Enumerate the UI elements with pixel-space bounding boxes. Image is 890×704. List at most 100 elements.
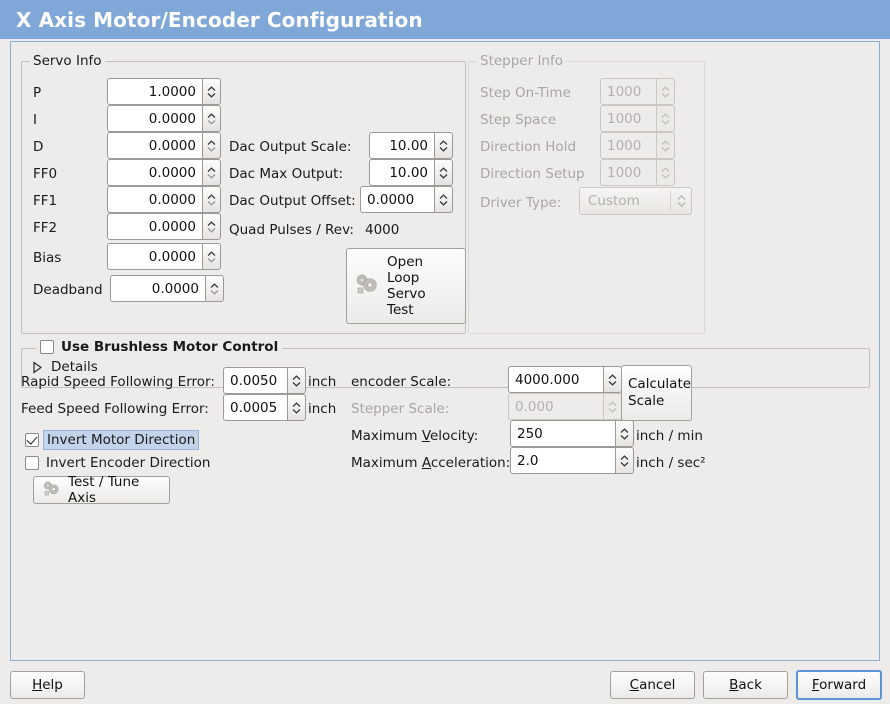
spin-bias[interactable]: 0.0000 — [107, 243, 221, 270]
chevron-down-icon[interactable] — [608, 380, 617, 386]
spin-ff2-buttons[interactable] — [202, 213, 221, 240]
spin-ff2-value[interactable]: 0.0000 — [107, 213, 202, 240]
spin-p-buttons[interactable] — [202, 78, 221, 105]
spin-maximum-velocity[interactable]: 250 — [510, 420, 634, 447]
back-button[interactable]: Back — [703, 671, 788, 699]
use-brushless-checkbox[interactable]: Use Brushless Motor Control — [40, 339, 278, 355]
spin-dac-max-output-value[interactable]: 10.00 — [369, 159, 434, 186]
spin-dac-output-scale[interactable]: 10.00 — [369, 132, 453, 159]
spin-ff0[interactable]: 0.0000 — [107, 159, 221, 186]
chevron-down-icon[interactable] — [292, 408, 301, 414]
details-expander[interactable]: Details — [32, 359, 98, 375]
chevron-down-icon[interactable] — [439, 173, 448, 179]
spin-dac-output-offset-value[interactable]: 0.0000 — [360, 186, 434, 213]
spin-ff0-buttons[interactable] — [202, 159, 221, 186]
spin-d-value[interactable]: 0.0000 — [107, 132, 202, 159]
chevron-down-icon[interactable] — [207, 146, 216, 152]
chevron-down-icon[interactable] — [439, 200, 448, 206]
chevron-down-icon[interactable] — [207, 119, 216, 125]
chevron-up-icon[interactable] — [207, 166, 216, 173]
spin-encoder-scale-value[interactable]: 4000.000 — [508, 366, 603, 393]
chevron-down-icon[interactable] — [207, 200, 216, 206]
chevron-down-icon[interactable] — [439, 146, 448, 152]
spin-p-value[interactable]: 1.0000 — [107, 78, 202, 105]
open-loop-servo-test-button[interactable]: Open Loop Servo Test — [346, 248, 466, 324]
spin-i[interactable]: 0.0000 — [107, 105, 221, 132]
spin-d[interactable]: 0.0000 — [107, 132, 221, 159]
spin-p[interactable]: 1.0000 — [107, 78, 221, 105]
spin-maximum-acceleration-value[interactable]: 2.0 — [510, 447, 615, 474]
chevron-up-icon[interactable] — [210, 282, 219, 289]
chevron-down-icon[interactable] — [210, 289, 219, 295]
test-tune-axis-button[interactable]: Test / Tune Axis — [33, 474, 170, 506]
chevron-up-icon[interactable] — [439, 139, 448, 146]
chevron-up-icon[interactable] — [207, 112, 216, 119]
spin-feed-following-error-buttons[interactable] — [287, 394, 306, 421]
spin-encoder-scale[interactable]: 4000.000 — [508, 366, 622, 393]
chevron-up-icon[interactable] — [207, 85, 216, 92]
spin-bias-buttons[interactable] — [202, 243, 221, 270]
spin-bias-value[interactable]: 0.0000 — [107, 243, 202, 270]
spin-maximum-velocity-buttons[interactable] — [615, 420, 634, 447]
spin-dac-output-scale-buttons[interactable] — [434, 132, 453, 159]
chevron-up-icon[interactable] — [292, 401, 301, 408]
spin-rapid-following-error-buttons[interactable] — [287, 367, 306, 394]
spin-deadband[interactable]: 0.0000 — [110, 275, 224, 302]
chevron-up-icon[interactable] — [207, 193, 216, 200]
checkbox-box[interactable] — [25, 456, 39, 470]
cancel-button[interactable]: Cancel — [610, 671, 695, 699]
spin-feed-following-error[interactable]: 0.0005 — [223, 394, 306, 421]
chevron-down-icon[interactable] — [207, 227, 216, 233]
forward-mnemonic: F — [811, 677, 820, 693]
chevron-down-icon[interactable] — [292, 381, 301, 387]
chevron-up-icon[interactable] — [207, 139, 216, 146]
spin-rapid-following-error-value[interactable]: 0.0050 — [223, 367, 287, 394]
chevron-up-icon[interactable] — [439, 166, 448, 173]
spin-dac-output-offset[interactable]: 0.0000 — [360, 186, 453, 213]
label-feed-following-error: Feed Speed Following Error: — [21, 401, 209, 417]
chevron-up-icon[interactable] — [608, 373, 617, 380]
spin-ff0-value[interactable]: 0.0000 — [107, 159, 202, 186]
details-label: Details — [51, 359, 98, 375]
spin-maximum-acceleration[interactable]: 2.0 — [510, 447, 634, 474]
chevron-up-icon[interactable] — [439, 193, 448, 200]
spin-maximum-velocity-value[interactable]: 250 — [510, 420, 615, 447]
spin-rapid-following-error[interactable]: 0.0050 — [223, 367, 306, 394]
spin-dac-max-output-buttons[interactable] — [434, 159, 453, 186]
checkbox-box[interactable] — [40, 340, 54, 354]
chevron-down-icon[interactable] — [620, 461, 629, 467]
chevron-up-icon[interactable] — [620, 427, 629, 434]
chevron-down-icon[interactable] — [620, 434, 629, 440]
spin-i-buttons[interactable] — [202, 105, 221, 132]
chevron-down-icon[interactable] — [207, 257, 216, 263]
spin-dac-output-scale-value[interactable]: 10.00 — [369, 132, 434, 159]
chevron-up-icon[interactable] — [292, 374, 301, 381]
spin-direction-setup-buttons — [656, 159, 675, 186]
chevron-up-icon[interactable] — [207, 250, 216, 257]
spin-maximum-acceleration-buttons[interactable] — [615, 447, 634, 474]
spin-dac-output-offset-buttons[interactable] — [434, 186, 453, 213]
spin-ff1-value[interactable]: 0.0000 — [107, 186, 202, 213]
invert-encoder-direction-checkbox[interactable]: Invert Encoder Direction — [25, 455, 210, 471]
spin-i-value[interactable]: 0.0000 — [107, 105, 202, 132]
chevron-up-icon[interactable] — [207, 220, 216, 227]
spin-deadband-value[interactable]: 0.0000 — [110, 275, 205, 302]
spin-deadband-buttons[interactable] — [205, 275, 224, 302]
spin-ff1-buttons[interactable] — [202, 186, 221, 213]
spin-dac-max-output[interactable]: 10.00 — [369, 159, 453, 186]
forward-button[interactable]: Forward — [796, 670, 882, 700]
spin-feed-following-error-value[interactable]: 0.0005 — [223, 394, 287, 421]
invert-motor-direction-checkbox[interactable]: Invert Motor Direction — [25, 430, 200, 450]
label-ff0: FF0 — [33, 166, 58, 182]
spin-d-buttons[interactable] — [202, 132, 221, 159]
chevron-down-icon[interactable] — [207, 92, 216, 98]
spin-ff1[interactable]: 0.0000 — [107, 186, 221, 213]
spin-ff2[interactable]: 0.0000 — [107, 213, 221, 240]
chevron-up-icon[interactable] — [620, 454, 629, 461]
chevron-down-icon[interactable] — [207, 173, 216, 179]
triangle-right-icon[interactable] — [32, 360, 43, 374]
spin-encoder-scale-buttons[interactable] — [603, 366, 622, 393]
help-button[interactable]: Help — [10, 671, 85, 699]
calculate-scale-button[interactable]: Calculate Scale — [621, 365, 692, 421]
checkbox-box[interactable] — [25, 433, 39, 447]
